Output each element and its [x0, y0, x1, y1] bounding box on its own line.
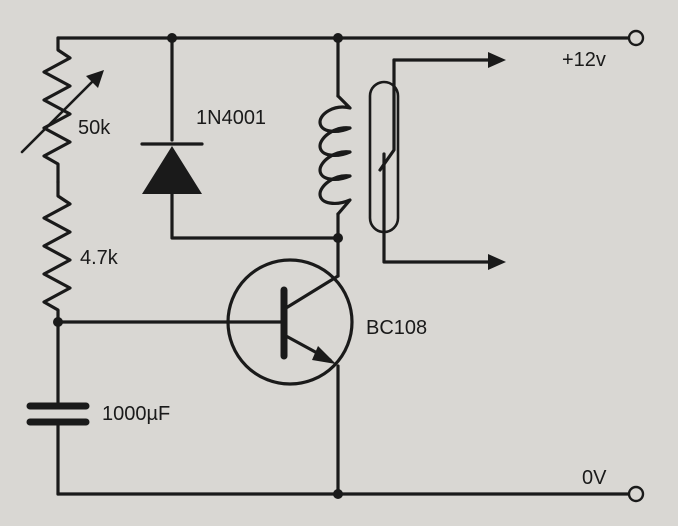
diode-label: 1N4001	[196, 107, 266, 129]
fixed-resistor-4k7	[42, 180, 72, 324]
junction-emitter-ground	[333, 489, 343, 499]
positive-terminal	[627, 29, 645, 47]
reed-switch	[368, 52, 506, 270]
transistor-bc108	[226, 258, 354, 386]
junction-diode-top	[167, 33, 177, 43]
variable-resistor-50k	[20, 36, 104, 184]
junction-coil-top	[333, 33, 343, 43]
positive-supply-label: +12v	[562, 49, 606, 71]
variable-resistor-label: 50k	[78, 117, 111, 139]
capacitor-label: 1000µF	[102, 403, 170, 425]
ground-terminal	[627, 485, 645, 503]
capacitor-1000uf	[26, 402, 90, 426]
ground-label: 0V	[582, 467, 607, 489]
relay-coil	[318, 94, 352, 216]
fixed-resistor-label: 4.7k	[80, 247, 119, 269]
diode-1n4001	[140, 142, 204, 194]
transistor-label: BC108	[366, 317, 427, 339]
diode-bottom-wire	[170, 192, 340, 240]
